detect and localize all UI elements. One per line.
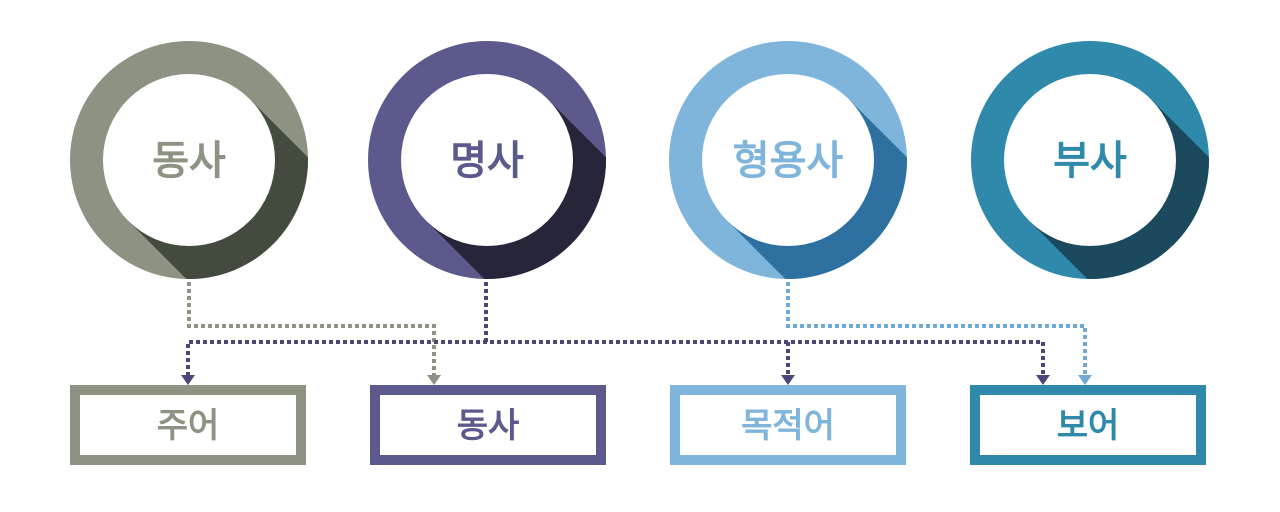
part-of-speech-label: 명사 <box>450 138 524 184</box>
part-of-speech-circle: 부사 <box>971 41 1209 279</box>
ring-center <box>103 74 275 246</box>
arrow-icon <box>781 375 795 385</box>
part-of-speech-label: 형용사 <box>733 138 844 184</box>
connector-noun-bus <box>186 340 1045 376</box>
part-of-speech-circle: 명사 <box>368 41 606 279</box>
connector-lines <box>181 282 1092 385</box>
sentence-component-label: 보어 <box>1057 406 1120 446</box>
sentence-component-label: 목적어 <box>741 406 835 446</box>
sentence-component-box: 보어 <box>970 385 1206 465</box>
part-of-speech-circle: 형용사 <box>669 41 907 279</box>
arrow-icon <box>181 375 195 385</box>
sentence-component-label: 동사 <box>457 406 520 446</box>
box-frame <box>670 385 906 465</box>
connector-verb-to-verb <box>187 282 436 376</box>
box-frame <box>70 385 306 465</box>
sentence-component-box: 목적어 <box>670 385 906 465</box>
ring-center <box>401 74 573 246</box>
part-of-speech-circle: 동사 <box>70 41 308 279</box>
ring-center <box>1004 74 1176 246</box>
arrow-icon <box>1078 375 1092 385</box>
arrow-icon <box>427 375 441 385</box>
part-of-speech-label: 동사 <box>152 138 226 184</box>
box-frame <box>370 385 606 465</box>
arrow-icon <box>1036 375 1050 385</box>
sentence-component-box: 동사 <box>370 385 606 465</box>
part-of-speech-label: 부사 <box>1053 138 1127 184</box>
ring-center <box>702 74 874 246</box>
box-frame <box>970 385 1206 465</box>
sentence-component-box: 주어 <box>70 385 306 465</box>
sentence-component-label: 주어 <box>157 406 220 446</box>
connector-adjective-to-complement <box>786 282 1087 376</box>
